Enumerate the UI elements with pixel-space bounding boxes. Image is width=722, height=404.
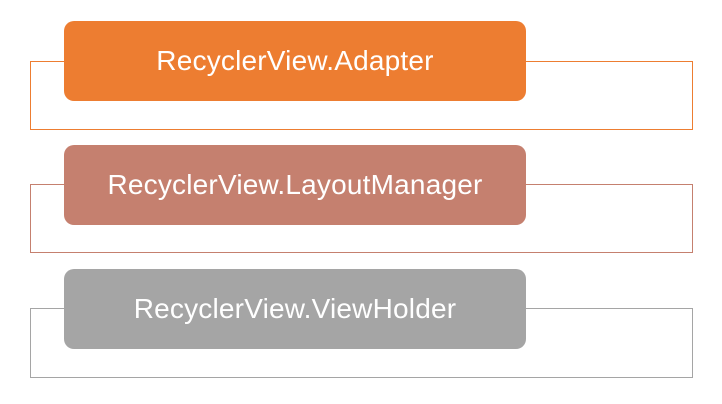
diagram-row-2: RecyclerView.LayoutManager (0, 0, 722, 253)
diagram-row-1: RecyclerView.Adapter (0, 0, 722, 130)
row-2-label: RecyclerView.LayoutManager (107, 169, 483, 200)
row-2-box: RecyclerView.LayoutManager (64, 145, 526, 225)
row-3-box: RecyclerView.ViewHolder (64, 269, 526, 349)
row-1-label: RecyclerView.Adapter (156, 45, 434, 76)
diagram-row-3: RecyclerView.ViewHolder (0, 0, 722, 378)
row-1-box: RecyclerView.Adapter (64, 21, 526, 101)
row-3-label: RecyclerView.ViewHolder (133, 293, 457, 324)
